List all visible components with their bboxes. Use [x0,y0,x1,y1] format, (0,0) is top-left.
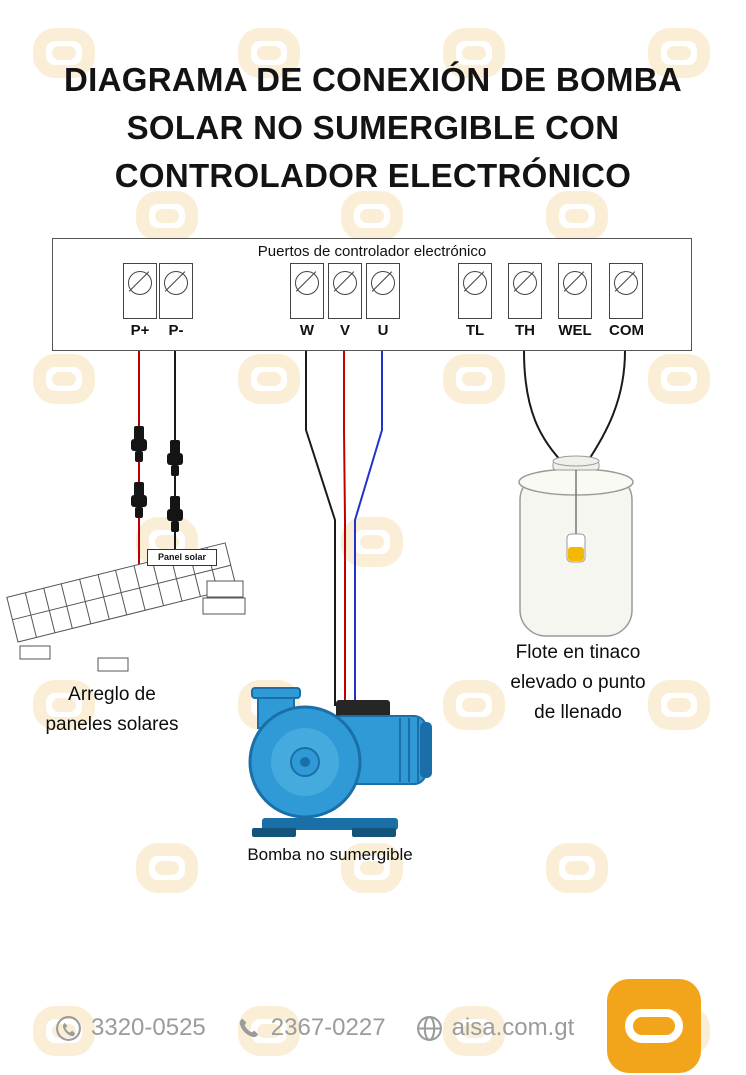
watermark-logo-tile [648,680,710,730]
screw-terminal-icon [328,263,362,319]
controller-box: Puertos de controlador electrónico P+ P-… [52,238,692,351]
phone-handset-icon [239,1018,258,1038]
watermark-logo-tile [33,28,95,78]
screw-terminal-icon [290,263,324,319]
watermark-logo-tile [443,354,505,404]
screw-icon [563,271,587,295]
screw-terminal-icon [159,263,193,319]
watermark-logo-tile [238,28,300,78]
watermark-logo-tile [33,1006,95,1056]
terminal-label: WEL [558,322,592,339]
screw-icon [333,271,357,295]
terminal-tl: TL [458,263,492,339]
title-line-2: SOLAR NO SUMERGIBLE CON [126,109,620,146]
float-caption: Flote en tinaco elevado o punto de llena… [510,642,646,723]
watermark-logo-tile [546,843,608,893]
watermark-logo-tile [136,843,198,893]
footer: 3320-0525 2367-0227 aisa.com.gt [55,1006,574,1050]
watermark-logo-tile [648,28,710,78]
footer-website: aisa.com.gt [416,1014,575,1042]
globe-icon [416,1015,442,1041]
terminal-label: U [377,322,389,339]
footer-phone-1-text: 3320-0525 [91,1014,206,1041]
terminal-label: TH [515,322,535,339]
terminal-label: P+ [130,322,150,339]
watermark-logo-tile [238,680,300,730]
screw-icon [371,271,395,295]
terminal-label: W [299,322,315,339]
watermark-logo-tile [341,843,403,893]
screw-terminal-icon [458,263,492,319]
screw-terminal-icon [609,263,643,319]
screw-icon [614,271,638,295]
watermark-logo-tile [341,517,403,567]
screw-icon [128,271,152,295]
watermark-logo-tile [443,28,505,78]
terminal-p-plus: P+ [123,263,157,339]
terminal-u: U [366,263,400,339]
terminal-th: TH [508,263,542,339]
logo-oval [625,1009,683,1043]
title-line-1: DIAGRAMA DE CONEXIÓN DE BOMBA [64,61,682,98]
page-title: DIAGRAMA DE CONEXIÓN DE BOMBA SOLAR NO S… [0,56,746,200]
title-line-3: CONTROLADOR ELECTRÓNICO [114,157,632,194]
company-logo-icon [607,979,701,1073]
watermark-logo-tile [238,1006,300,1056]
company-logo [607,979,701,1075]
screw-terminal-icon [123,263,157,319]
footer-phone-1: 3320-0525 [55,1014,206,1042]
screw-icon [513,271,537,295]
watermark-logo-tile [443,1006,505,1056]
screw-icon [463,271,487,295]
solar-array-caption: Arreglo de paneles solares [45,684,179,735]
watermark-logo-tile [341,191,403,241]
terminal-label: TL [465,322,485,339]
terminal-w: W [290,263,324,339]
pump-caption: Bomba no sumergible [247,845,413,864]
terminal-label: P- [168,322,184,339]
terminal-label: COM [609,322,644,339]
terminal-wel: WEL [558,263,592,339]
watermark-logo-tile [546,191,608,241]
screw-icon [295,271,319,295]
terminal-p-minus: P- [159,263,193,339]
terminal-label: V [339,322,350,339]
terminal-v: V [328,263,362,339]
screw-icon [164,271,188,295]
watermark-logo-tile [33,354,95,404]
footer-phone-2-text: 2367-0227 [270,1014,386,1041]
panel-tag: Panel solar [147,549,217,566]
watermark-logo-tile [546,517,608,567]
screw-terminal-icon [366,263,400,319]
circled-phone-icon [56,1015,81,1041]
watermark-logo-tile [648,354,710,404]
watermark-logo-tile [443,680,505,730]
terminal-com: COM [609,263,644,339]
watermark-logo-tile [238,354,300,404]
controller-title: Puertos de controlador electrónico [257,243,487,260]
screw-terminal-icon [558,263,592,319]
screw-terminal-icon [508,263,542,319]
footer-phone-2: 2367-0227 [236,1014,386,1042]
watermark-logo-tile [136,191,198,241]
footer-website-text: aisa.com.gt [451,1014,575,1041]
watermark-logo-tile [33,680,95,730]
